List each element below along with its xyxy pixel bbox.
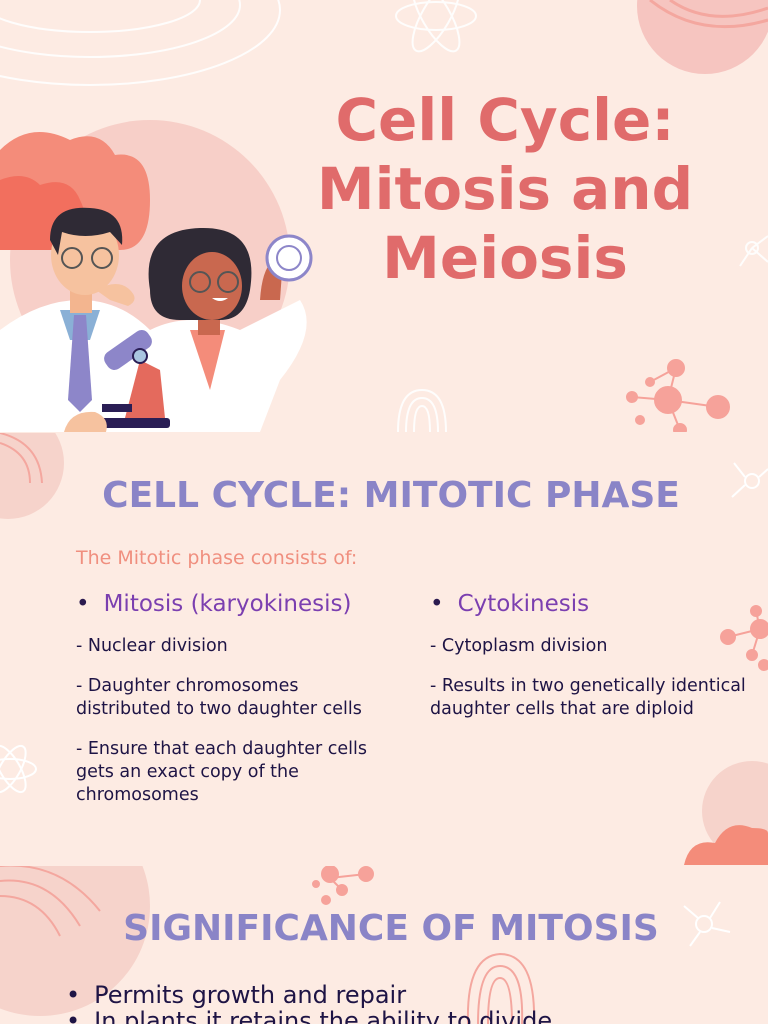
circle-decoration xyxy=(0,433,64,519)
significance-list: •Permits growth and repair •In plants it… xyxy=(66,982,552,1024)
column-mitosis: •Mitosis (karyokinesis) - Nuclear divisi… xyxy=(76,591,416,824)
cloud-shape xyxy=(684,825,768,865)
detail-item: - Nuclear division xyxy=(76,636,228,656)
slide-title-heading: Cell Cycle: Mitosis and Meiosis xyxy=(300,86,710,293)
decorative-background xyxy=(0,866,731,1024)
bullet-heading: •Mitosis (karyokinesis) xyxy=(76,591,352,617)
title-line-1: Cell Cycle: xyxy=(335,86,675,154)
microscope-icon xyxy=(64,330,170,432)
molecule-icon xyxy=(683,901,731,947)
molecule-icon xyxy=(731,462,768,498)
intro-text: The Mitotic phase consists of: xyxy=(76,547,358,569)
section-heading: SIGNIFICANCE OF MITOSIS xyxy=(123,908,659,949)
column-cytokinesis: •Cytokinesis - Cytoplasm division - Resu… xyxy=(430,591,768,738)
section-heading: CELL CYCLE: MITOTIC PHASE xyxy=(102,475,680,516)
fingerprint-icon xyxy=(0,433,43,484)
detail-item: - Cytoplasm division xyxy=(430,636,608,656)
list-item: •Permits growth and repair xyxy=(66,981,407,1009)
fingerprint-icon xyxy=(397,388,447,432)
bullet-heading: •Cytokinesis xyxy=(430,591,590,617)
title-line-2: Mitosis and xyxy=(316,155,694,223)
molecule-icon xyxy=(312,866,374,905)
fingerprint-icon xyxy=(0,866,101,937)
slide-title: Cell Cycle: Mitosis and Meiosis xyxy=(0,0,768,432)
slide-significance: SIGNIFICANCE OF MITOSIS •Permits growth … xyxy=(0,866,768,1024)
atom-icon xyxy=(0,744,37,794)
list-item: •In plants it retains the ability to div… xyxy=(66,1007,553,1024)
atom-icon xyxy=(395,0,477,53)
molecule-icon xyxy=(739,235,768,267)
title-line-3: Meiosis xyxy=(382,224,628,292)
decorative-background xyxy=(0,433,768,865)
decorative-background xyxy=(0,0,768,432)
molecule-icon xyxy=(626,359,730,432)
circle-decoration xyxy=(637,0,768,74)
molecule-icon xyxy=(720,605,768,671)
swirl-decoration xyxy=(0,0,281,86)
fingerprint-icon xyxy=(466,952,536,1024)
scientist-illustration xyxy=(0,207,313,432)
circle-decoration xyxy=(0,866,150,1016)
slide-mitotic-phase: CELL CYCLE: MITOTIC PHASE The Mitotic ph… xyxy=(0,433,768,865)
